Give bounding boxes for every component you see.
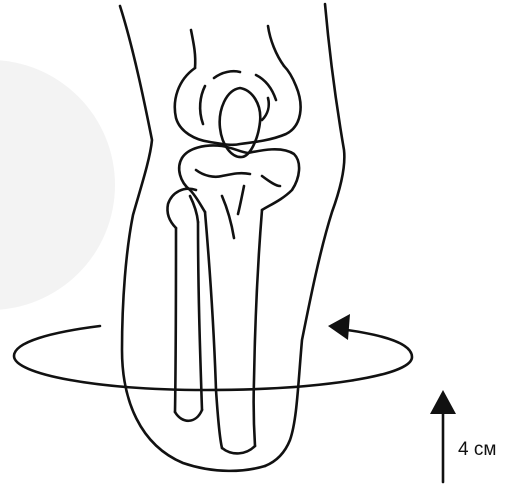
rotation-arrowhead: [328, 314, 350, 340]
leg-outline-right: [265, 4, 344, 466]
tibia-distal-end: [222, 446, 255, 453]
femur-left-shaft: [191, 30, 195, 68]
up-arrow-icon: [430, 390, 456, 414]
tibia-shaft-right: [254, 210, 262, 446]
tibia-shaft-left: [205, 212, 222, 448]
fibula-head: [167, 189, 196, 228]
femur-inner-contour-right2: [262, 98, 269, 120]
tibia: [179, 146, 299, 454]
tibia-crest: [238, 186, 244, 214]
femur-inner-contour-right: [256, 75, 276, 100]
leg-outline: [120, 4, 344, 471]
femur-inner-contour-top: [214, 71, 240, 78]
fibula-distal-end: [175, 410, 202, 421]
scale-label: 4 см: [458, 439, 496, 460]
femur-inner-contour-left: [200, 86, 205, 124]
fibula-shaft-left: [175, 228, 176, 412]
femur: [175, 26, 301, 145]
scale-bar: 4 см: [430, 390, 496, 482]
leg-outline-left: [120, 6, 265, 471]
fibula-shaft-right: [198, 222, 202, 410]
femur-condyles: [175, 66, 301, 145]
tibia-plateau-detail: [196, 170, 250, 177]
tibia-tuberosity: [222, 196, 234, 238]
femur-right-shaft: [268, 26, 284, 66]
tibia-plateau-detail-right: [262, 176, 280, 186]
fibula: [167, 189, 202, 421]
backdrop-circle: [0, 60, 115, 310]
tibia-head-left: [179, 158, 205, 212]
